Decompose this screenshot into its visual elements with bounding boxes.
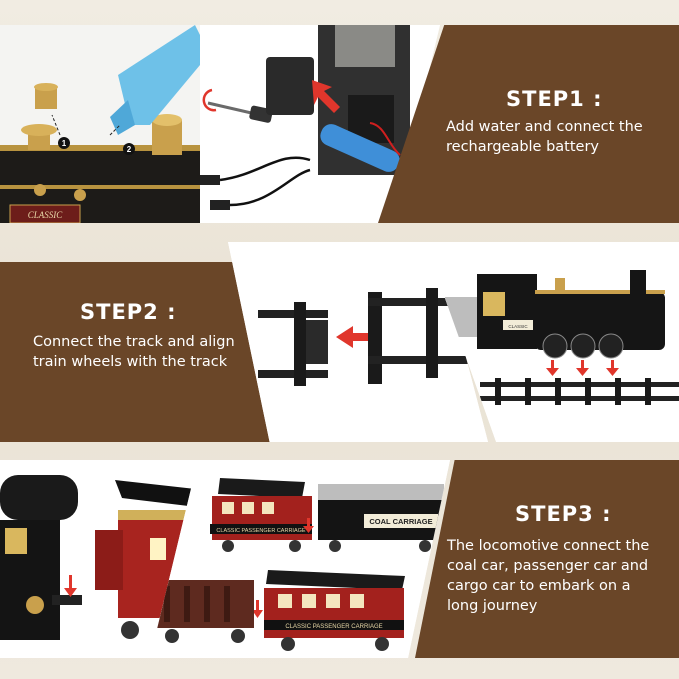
passenger-carriage-label-top: CLASSIC PASSENGER CARRIAGE (216, 528, 305, 534)
step1-description-line1: Add water and connect the (446, 119, 643, 135)
callout-2: 2 (127, 145, 132, 154)
step3-description: The locomotive connect the coal car, pas… (447, 536, 649, 616)
step3-description-line3: cargo car to embark on a (447, 578, 631, 594)
step1-photo-water: CLASSIC 1 2 (0, 25, 200, 223)
callout-1: 1 (62, 139, 67, 148)
step2-description: Connect the track and align train wheels… (33, 332, 235, 372)
step3-description-line1: The locomotive connect the (447, 538, 650, 554)
step2-title: STEP2 : (80, 300, 177, 324)
step1-text-panel: STEP1 : Add water and connect the rechar… (378, 25, 679, 223)
step3-text-panel: STEP3 : The locomotive connect the coal … (415, 460, 679, 658)
step1-photo-battery (200, 25, 440, 223)
step2-description-line2: train wheels with the track (33, 354, 228, 370)
locomotive-side-plate: CLASSIC (508, 324, 528, 329)
step3-photo-carriages: CLASSIC PASSENGER CARRIAGE COAL CARRIAGE (150, 460, 450, 658)
passenger-carriage-label-bottom: CLASSIC PASSENGER CARRIAGE (285, 624, 382, 630)
step3-title: STEP3 : (515, 502, 612, 526)
step3-description-line4: long journey (447, 598, 538, 614)
step2-text-panel: STEP2 : Connect the track and align trai… (0, 262, 270, 442)
coal-carriage-label: COAL CARRIAGE (369, 517, 432, 526)
step3-description-line2: coal car, passenger car and (447, 558, 649, 574)
step2-description-line1: Connect the track and align (33, 334, 235, 350)
classic-plate-text: CLASSIC (28, 210, 64, 220)
step1-title: STEP1 : (506, 87, 603, 111)
step1-description: Add water and connect the rechargeable b… (446, 117, 643, 157)
step1-description-line2: rechargeable battery (446, 139, 600, 155)
